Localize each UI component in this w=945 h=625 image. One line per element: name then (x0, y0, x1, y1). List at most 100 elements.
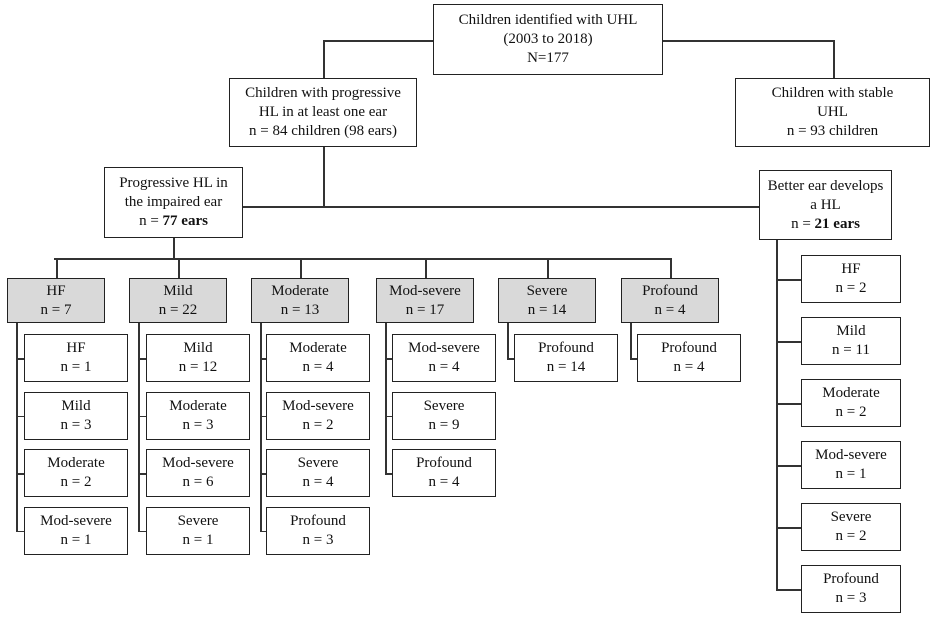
connector-line (323, 147, 325, 207)
box-count: n = 3 (835, 590, 867, 606)
connector-line (670, 258, 672, 278)
box-count: n = 9 (428, 416, 460, 433)
box-label: HF (66, 340, 86, 356)
connector-line (385, 323, 387, 473)
box-label: Moderate (47, 455, 105, 471)
connector-line (776, 465, 801, 467)
outcome-box-severe: Severe n = 1 (146, 506, 250, 555)
connector-line (16, 358, 24, 360)
connector-line (507, 323, 509, 358)
box-label: Mod-severe (40, 512, 112, 529)
better-outcome-box-hf: HF n = 2 (801, 255, 901, 303)
connector-line (260, 358, 266, 360)
stable-line-1: Children with stable (771, 85, 894, 101)
connector-line (776, 527, 801, 529)
connector-line (547, 258, 549, 278)
impaired-count: 77 ears (162, 213, 208, 229)
better-count: 21 ears (814, 215, 860, 232)
connector-line (833, 40, 835, 78)
box-label: Moderate (271, 282, 329, 299)
box-count: n = 6 (182, 474, 214, 490)
better-outcome-box-mod-severe: Mod-severe n = 1 (801, 441, 901, 489)
connector-line (323, 40, 433, 42)
connector-line (630, 358, 637, 360)
connector-line (173, 238, 175, 259)
connector-line (425, 258, 427, 278)
connector-line (385, 358, 392, 360)
connector-line (16, 415, 24, 417)
connector-line (776, 279, 801, 281)
box-count: n = 2 (60, 474, 92, 490)
stable-line-3: n = 93 children (786, 123, 879, 139)
progressive-line-3: n = 84 children (98 ears) (249, 123, 397, 139)
box-label: Mod-severe (162, 455, 234, 471)
connector-line (260, 530, 266, 532)
root-box: Children identified with UHL (2003 to 20… (433, 4, 663, 75)
box-count: n = 3 (302, 531, 334, 548)
box-count: n = 1 (182, 531, 214, 548)
box-label: Severe (830, 509, 872, 525)
box-label: Mild (163, 282, 193, 299)
group-box-mild: Mild n = 22 (129, 278, 227, 323)
box-count: n = 1 (835, 466, 867, 482)
box-label: HF (841, 261, 861, 277)
impaired-line-2: the impaired ear (124, 194, 223, 210)
outcome-box-severe: Severe n = 9 (392, 391, 496, 440)
box-label: Profound (538, 340, 594, 356)
connector-line (138, 530, 146, 532)
box-count: n = 2 (835, 280, 867, 296)
connector-line (16, 530, 24, 532)
outcome-box-profound: Profound n = 4 (392, 449, 496, 497)
connector-line (776, 589, 801, 591)
box-count: n = 22 (158, 301, 198, 318)
box-count: n = 4 (428, 474, 460, 490)
progressive-box: Children with progressive HL in at least… (229, 78, 417, 147)
progressive-line-1: Children with progressive (245, 85, 401, 101)
connector-line (385, 473, 392, 475)
box-label: Mod-severe (815, 447, 887, 463)
box-label: Moderate (289, 340, 347, 356)
box-label: Moderate (169, 397, 227, 414)
better-line-1: Better ear develops (767, 177, 884, 194)
impaired-count-prefix: n = (139, 213, 163, 229)
connector-line (260, 323, 262, 531)
impaired-line-1: Progressive HL in (119, 175, 228, 191)
root-line-3: N=177 (527, 50, 569, 66)
connector-line (663, 40, 833, 42)
connector-line (776, 403, 801, 405)
connector-line (138, 358, 146, 360)
connector-line (178, 258, 180, 278)
connector-line (507, 358, 514, 360)
connector-line (385, 415, 392, 417)
connector-line (323, 40, 325, 78)
box-count: n = 2 (302, 416, 334, 433)
box-label: Severe (177, 512, 219, 529)
box-label: Severe (423, 397, 465, 414)
better-ear-box: Better ear develops a HL n = 21 ears (759, 170, 892, 240)
box-count: n = 2 (835, 528, 867, 544)
box-count: n = 4 (654, 301, 686, 318)
better-count-prefix: n = (791, 215, 815, 232)
outcome-box-mod-severe: Mod-severe n = 1 (24, 506, 128, 555)
box-count: n = 1 (60, 531, 92, 548)
stable-line-2: UHL (817, 104, 848, 120)
connector-line (776, 341, 801, 343)
connector-line (138, 415, 146, 417)
box-count: n = 4 (673, 359, 705, 375)
box-label: Severe (526, 282, 568, 299)
box-label: Profound (416, 455, 472, 471)
outcome-box-mod-severe: Mod-severe n = 6 (146, 449, 250, 497)
box-label: Mild (836, 323, 866, 339)
root-line-2: (2003 to 2018) (503, 31, 593, 47)
